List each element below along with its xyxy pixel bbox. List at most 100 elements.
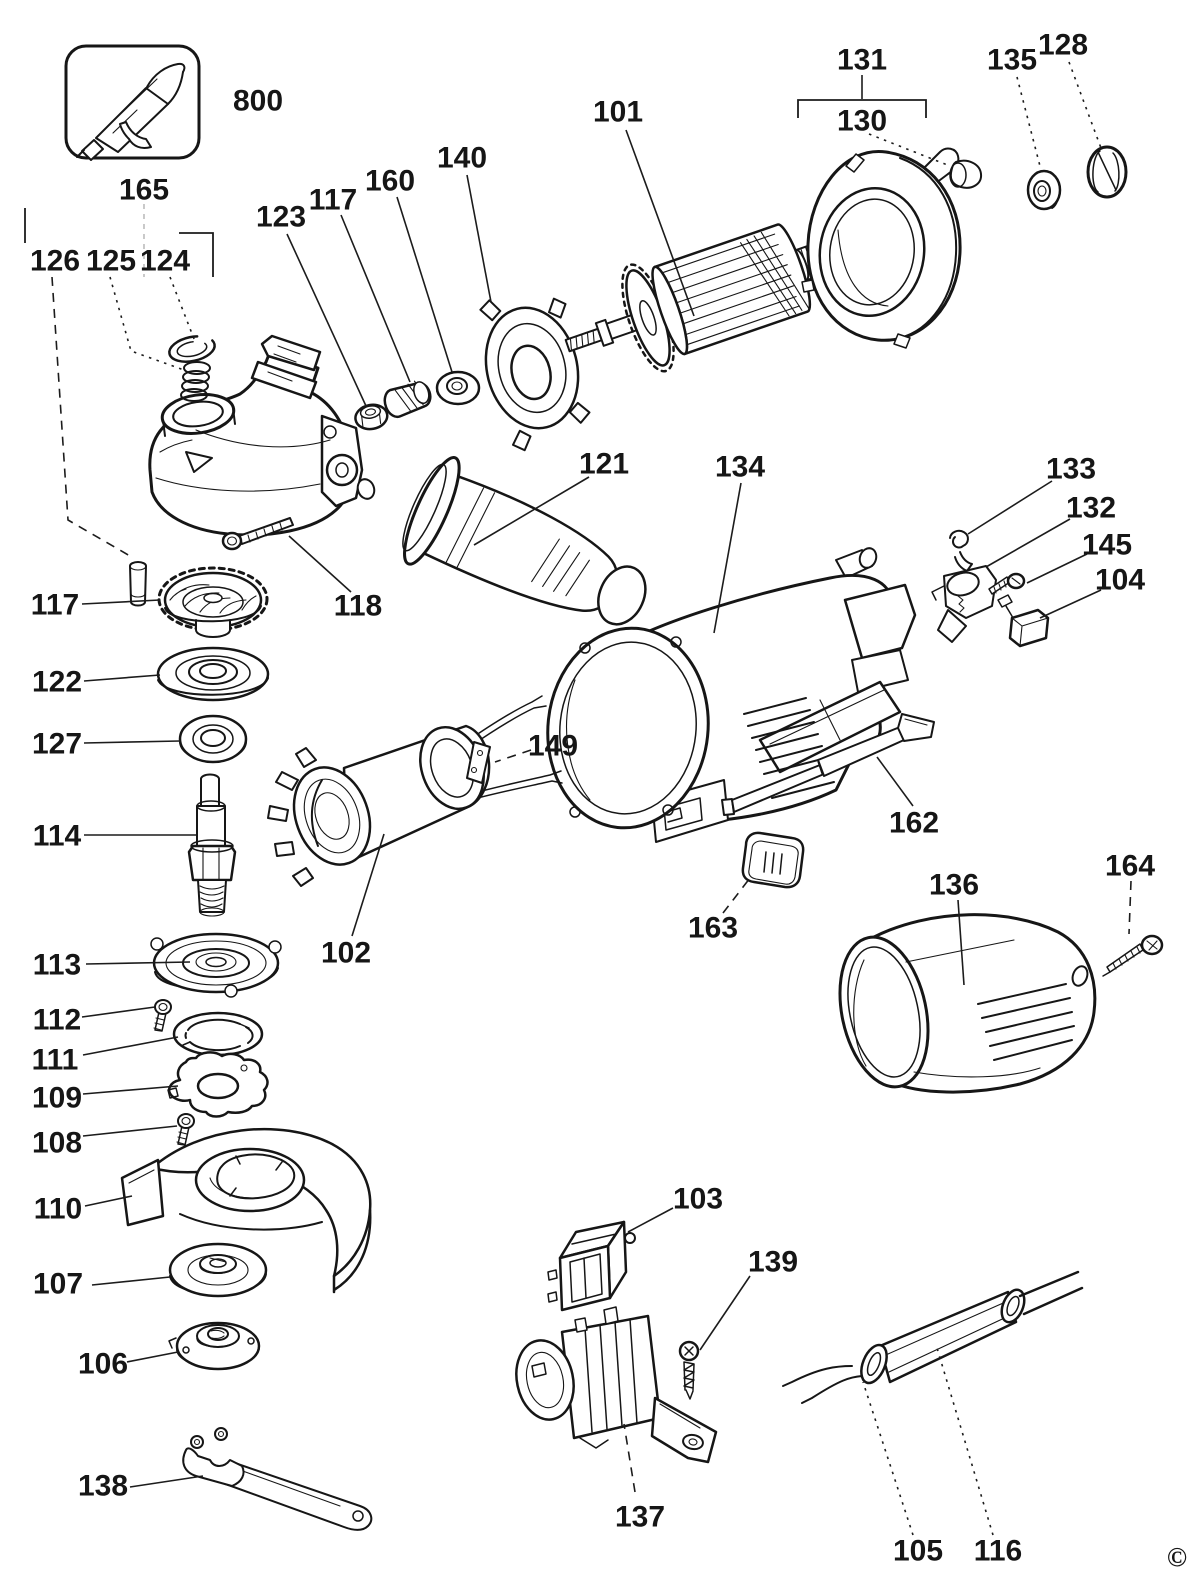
callout-118-label: 118 <box>334 590 382 623</box>
part-124-circlip <box>168 335 216 363</box>
callout-160-label: 160 <box>365 165 415 198</box>
part-107-backing-flange <box>168 1242 268 1298</box>
part-126-pin <box>129 561 147 607</box>
part-138-spanner-wrench <box>182 1427 373 1531</box>
callout-112-leader <box>81 1006 156 1018</box>
callout-136-label: 136 <box>929 869 979 902</box>
callout-139-leader <box>699 1275 751 1351</box>
callout-116-leader <box>936 1347 994 1536</box>
callout-137-label: 137 <box>615 1501 665 1534</box>
part-136-motor-cover <box>838 913 1097 1094</box>
callout-124-leader <box>169 276 197 345</box>
part-140-baffle-plate <box>479 297 591 452</box>
callout-800-label: 800 <box>233 85 283 118</box>
part-127-bearing <box>178 714 248 764</box>
callout-103-leader <box>627 1207 674 1233</box>
callout-105-leader <box>862 1381 914 1536</box>
callout-108-label: 108 <box>32 1127 82 1160</box>
callout-113-leader <box>85 961 191 965</box>
callout-124-label: 124 <box>140 245 190 278</box>
part-132-brush-holder <box>931 565 997 643</box>
callout-128-leader <box>1068 61 1102 149</box>
callout-135-label: 135 <box>987 44 1037 77</box>
callout-139-label: 139 <box>748 1246 798 1279</box>
callout-130-leader <box>868 133 951 167</box>
callout-132-leader <box>985 518 1071 568</box>
part-104-carbon-brush <box>997 594 1050 648</box>
callout-126-label: 126 <box>30 245 80 278</box>
part-145-screw <box>988 572 1026 595</box>
callout-123-label: 123 <box>256 201 306 234</box>
group-131-bracket <box>797 99 927 118</box>
part-164-screw <box>1102 934 1164 977</box>
callout-133-leader <box>967 480 1053 535</box>
part-137-switch-base <box>515 1306 718 1464</box>
callout-121-label: 121 <box>579 448 629 481</box>
part-110-wheel-guard <box>120 1127 372 1294</box>
part-117-crown-gear <box>157 566 269 638</box>
callout-113-label: 113 <box>33 949 81 982</box>
callout-102-leader <box>351 833 385 937</box>
callout-125-leader <box>109 276 185 371</box>
callout-121-leader <box>473 476 590 546</box>
callout-133-label: 133 <box>1046 453 1096 486</box>
part-114-spindle <box>187 773 237 917</box>
callout-104-leader <box>1039 589 1102 619</box>
part-116-cord-protector <box>782 1270 1084 1404</box>
callout-162-leader <box>876 756 914 807</box>
part-112-screw <box>153 999 172 1032</box>
inset-thumbnail-box <box>64 44 201 161</box>
callout-117-left-leader <box>81 599 161 605</box>
callout-101-leader <box>625 129 695 317</box>
callout-165-label: 165 <box>119 174 169 207</box>
callout-140-leader <box>466 174 492 303</box>
callout-116-label: 116 <box>974 1535 1022 1568</box>
callout-162-label: 162 <box>889 807 939 840</box>
part-108-screw <box>176 1113 195 1146</box>
callout-110-leader <box>84 1195 133 1207</box>
callout-131-label: 131 <box>837 44 887 77</box>
angle-grinder-icon <box>76 62 186 161</box>
callout-149-label: 149 <box>528 730 578 763</box>
part-122-flange-washer <box>156 646 270 702</box>
callout-117-top-label: 117 <box>309 184 357 217</box>
callout-164-label: 164 <box>1105 850 1155 883</box>
callout-163-label: 163 <box>688 912 738 945</box>
part-102-field-stator <box>267 695 563 887</box>
part-130-cap <box>949 159 983 189</box>
part-118-screw <box>221 517 294 551</box>
part-163-grommet <box>741 831 805 889</box>
callout-111-leader <box>82 1036 179 1056</box>
callout-111-label: 111 <box>32 1044 79 1077</box>
part-103-switch-button <box>547 1220 636 1312</box>
callout-110-label: 110 <box>34 1193 82 1226</box>
callout-127-label: 127 <box>32 728 82 761</box>
callout-149-leader <box>494 749 532 763</box>
callout-125-label: 125 <box>86 245 136 278</box>
part-113-bearing-cover <box>150 932 282 998</box>
callout-109-label: 109 <box>32 1082 82 1115</box>
part-121-side-handle <box>356 455 647 626</box>
callout-114-label: 114 <box>33 820 82 853</box>
part-106-clamp-nut <box>168 1321 261 1371</box>
callout-104-label: 104 <box>1095 564 1145 597</box>
callout-135-leader <box>1016 76 1042 171</box>
callout-112-label: 112 <box>33 1004 81 1037</box>
callout-163-leader <box>722 877 751 914</box>
callout-128-label: 128 <box>1038 29 1088 62</box>
part-133-brush-spring-clip <box>949 529 973 572</box>
callout-134-leader <box>713 482 742 634</box>
callout-122-leader <box>83 674 161 682</box>
part-109-lock-plate <box>167 1051 269 1118</box>
part-135-bearing <box>1026 169 1062 211</box>
callout-106-leader <box>126 1351 179 1363</box>
callout-127-leader <box>83 740 181 744</box>
callout-160-leader <box>396 196 453 373</box>
callout-108-leader <box>82 1125 178 1137</box>
part-125-spring <box>180 361 211 402</box>
callout-103-label: 103 <box>673 1183 723 1216</box>
part-111-gasket <box>172 1011 264 1057</box>
part-128-retaining-ring <box>1086 145 1128 199</box>
